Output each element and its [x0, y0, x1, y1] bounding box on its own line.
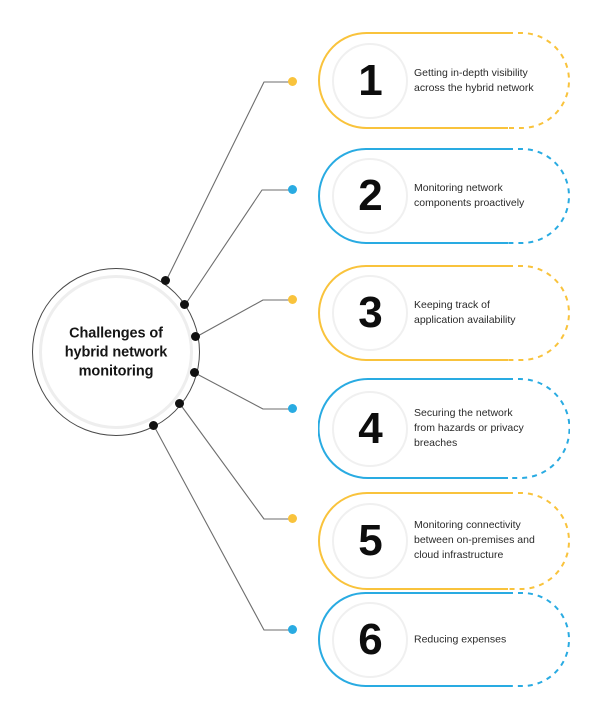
card-number-circle-6 [332, 601, 408, 678]
connector-path-4 [194, 372, 291, 410]
card-number-5: 5 [358, 516, 382, 565]
card-number-circle-3 [332, 275, 408, 351]
hub-node-dot-5 [175, 399, 184, 408]
accent-dot-1 [288, 77, 297, 86]
card-number-circle-4 [332, 390, 408, 467]
card-number-3: 3 [358, 288, 382, 337]
card-text-1-line-1: Getting in-depth visibility [414, 66, 528, 79]
card-text-2-line-1: Monitoring network [414, 181, 503, 194]
card-number-circle-1 [332, 42, 408, 119]
connector-path-1 [165, 81, 291, 282]
connector-path-6 [153, 425, 291, 631]
accent-dot-4 [288, 404, 297, 413]
card-text-5-line-1: Monitoring connectivity [414, 519, 521, 532]
accent-dot-5 [288, 514, 297, 523]
challenge-card-2[interactable]: 2 Monitoring network components proactiv… [318, 148, 570, 244]
challenge-card-3[interactable]: 3 Keeping track of application availabil… [318, 265, 570, 361]
hub-title-line-2: hybrid network [64, 344, 168, 361]
card-number-circle-5 [332, 503, 408, 579]
hub-title: Challenges of hybrid network monitoring [42, 324, 190, 381]
card-text-1-line-2: across the hybrid network [414, 81, 534, 94]
card-text-3-line-1: Keeping track of [414, 298, 490, 311]
card-number-2: 2 [358, 171, 382, 220]
card-number-4: 4 [358, 403, 382, 453]
card-text-6: Reducing expenses [414, 632, 554, 647]
accent-dot-2 [288, 185, 297, 194]
card-number-circle-2 [332, 158, 408, 234]
challenge-card-5[interactable]: 5 Monitoring connectivity between on-pre… [318, 492, 570, 590]
card-text-5: Monitoring connectivity between on-premi… [414, 518, 554, 564]
card-text-4-line-3: breaches [414, 437, 458, 450]
hub-title-line-1: Challenges of [69, 325, 163, 342]
card-number-6: 6 [358, 614, 382, 664]
hub-node-dot-4 [190, 368, 199, 377]
card-text-6-line-1: Reducing expenses [414, 632, 507, 645]
hub-node-dot-2 [180, 300, 189, 309]
card-text-2-line-2: components proactively [414, 197, 525, 209]
challenge-card-6[interactable]: 6 Reducing expenses [318, 592, 570, 687]
accent-dot-3 [288, 295, 297, 304]
card-text-4: Securing the network from hazards or pri… [414, 406, 554, 452]
card-text-5-line-2: between on-premises and [414, 534, 535, 547]
accent-dot-6 [288, 625, 297, 634]
card-text-3: Keeping track of application availabilit… [414, 298, 554, 328]
card-text-2: Monitoring network components proactivel… [414, 181, 554, 211]
connector-path-3 [195, 299, 291, 338]
card-text-4-line-1: Securing the network [414, 406, 513, 419]
challenge-card-4[interactable]: 4 Securing the network from hazards or p… [318, 378, 570, 479]
hub-node-dot-6 [149, 421, 158, 430]
challenge-card-1[interactable]: 1 Getting in-depth visibility across the… [318, 32, 570, 129]
card-text-1: Getting in-depth visibility across the h… [414, 65, 554, 95]
hub-node-dot-1 [161, 276, 170, 285]
card-number-1: 1 [358, 55, 382, 105]
card-text-5-line-3: cloud infrastructure [414, 549, 504, 562]
card-text-3-line-2: application availability [414, 314, 516, 326]
hub: Challenges of hybrid network monitoring [32, 268, 202, 438]
hub-node-dot-3 [191, 332, 200, 341]
card-text-4-line-2: from hazards or privacy [414, 421, 524, 434]
hub-title-line-3: monitoring [78, 363, 154, 380]
hub-inner-ring [39, 275, 193, 429]
